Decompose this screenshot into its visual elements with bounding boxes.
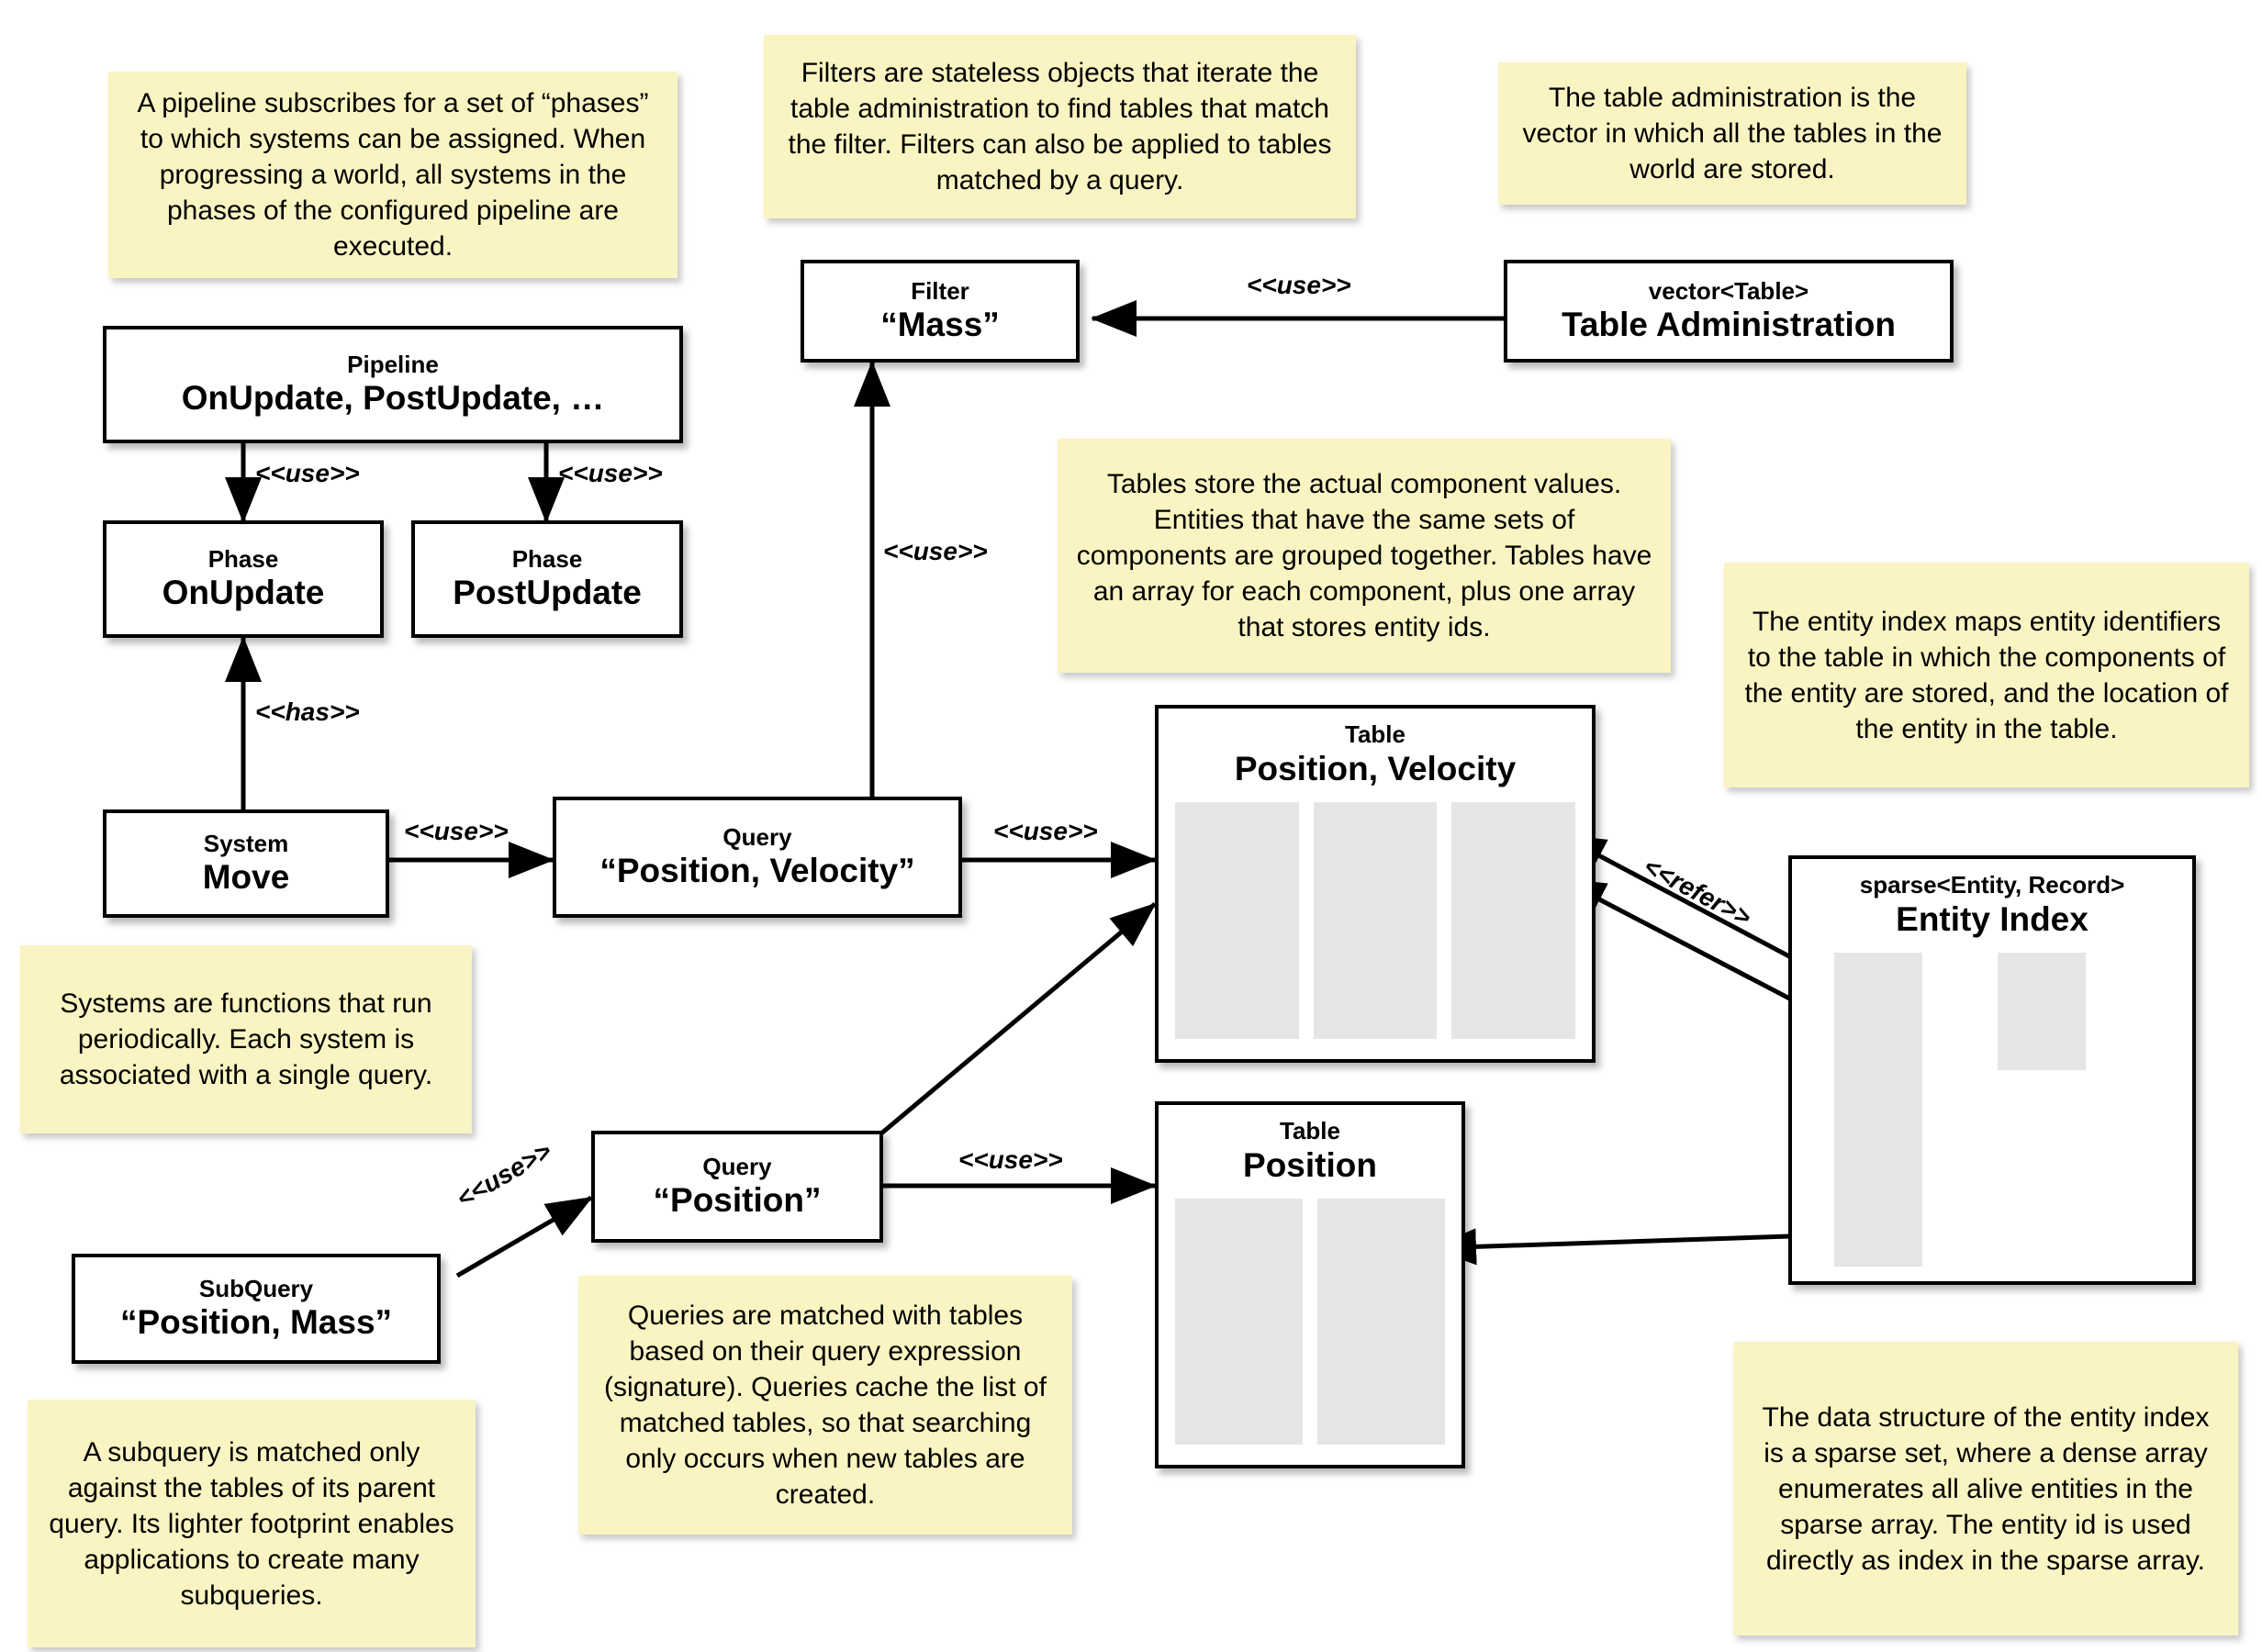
edge-label-subquery-query: <<use>> (452, 1136, 556, 1213)
edge-label-pipeline-postupdate: <<use>> (558, 459, 663, 487)
box-query-position-velocity-title: “Position, Velocity” (599, 851, 915, 889)
box-filter-mass[interactable]: Filter “Mass” (801, 260, 1080, 363)
box-system-move-stereotype: System (203, 829, 289, 857)
note-tables-text: Tables store the actual component values… (1076, 469, 1652, 642)
edge-label-pipeline-onupdate: <<use>> (255, 459, 360, 487)
edge-label-entityindex-refer: <<refer>> (1639, 852, 1756, 932)
note-pipeline-text: A pipeline subscribes for a set of “phas… (137, 88, 649, 262)
box-table-administration-stereotype: vector<Table> (1648, 276, 1809, 305)
note-subquery: A subquery is matched only against the t… (28, 1400, 476, 1647)
box-phase-postupdate[interactable]: Phase PostUpdate (411, 520, 683, 638)
box-query-position-velocity-stereotype: Query (722, 822, 792, 851)
table-column-bar (1451, 802, 1576, 1039)
table-columns (1175, 1199, 1445, 1445)
box-entity-index[interactable]: sparse<Entity, Record> Entity Index (1788, 855, 2196, 1285)
note-pipeline: A pipeline subscribes for a set of “phas… (108, 72, 677, 278)
box-system-move[interactable]: System Move (103, 809, 389, 918)
box-subquery-position-mass-title: “Position, Mass” (119, 1302, 393, 1341)
box-phase-onupdate-title: OnUpdate (162, 573, 325, 611)
box-table-position-stereotype: Table (1280, 1117, 1340, 1144)
box-table-position-velocity-title: Position, Velocity (1234, 749, 1517, 787)
box-query-position-title: “Position” (653, 1180, 822, 1219)
box-subquery-position-mass[interactable]: SubQuery “Position, Mass” (72, 1254, 441, 1364)
box-table-position-velocity[interactable]: Table Position, Velocity (1155, 705, 1596, 1063)
box-table-administration[interactable]: vector<Table> Table Administration (1504, 260, 1954, 363)
box-filter-mass-title: “Mass” (880, 305, 1000, 343)
note-queries: Queries are matched with tables based on… (578, 1276, 1072, 1535)
box-query-position-stereotype: Query (702, 1152, 772, 1180)
table-column-bar (1313, 802, 1438, 1039)
box-filter-mass-stereotype: Filter (911, 276, 969, 305)
edge-label-querypv-tablepv: <<use>> (993, 817, 1098, 845)
box-table-position-title: Position (1243, 1145, 1377, 1184)
note-entity-index-text: The entity index maps entity identifiers… (1744, 606, 2229, 744)
box-pipeline-stereotype: Pipeline (347, 350, 439, 378)
box-table-position-velocity-stereotype: Table (1345, 720, 1405, 748)
note-entity-index: The entity index maps entity identifiers… (1724, 563, 2249, 787)
box-entity-index-stereotype: sparse<Entity, Record> (1859, 871, 2125, 899)
edge-entityindex-tablep (1430, 1228, 1846, 1266)
edge-subquery-query (455, 1195, 593, 1278)
box-phase-onupdate-stereotype: Phase (207, 544, 279, 573)
box-phase-postupdate-title: PostUpdate (453, 573, 642, 611)
edge-label-system-phase: <<has>> (255, 698, 360, 726)
edge-label-query-filter: <<use>> (883, 537, 988, 565)
box-subquery-position-mass-stereotype: SubQuery (198, 1274, 314, 1302)
box-entity-index-title: Entity Index (1896, 899, 2088, 938)
box-pipeline[interactable]: Pipeline OnUpdate, PostUpdate, … (103, 326, 683, 443)
table-columns (1175, 802, 1576, 1039)
table-column-bar (1175, 1199, 1303, 1445)
note-systems-text: Systems are functions that run periodica… (59, 988, 433, 1090)
dense-array-bar (1998, 953, 2086, 1071)
note-filters: Filters are stateless objects that itera… (764, 35, 1356, 218)
edge-label-queryp-tablep: <<use>> (958, 1145, 1063, 1174)
note-filters-text: Filters are stateless objects that itera… (788, 58, 1332, 195)
sparse-array-bar (1834, 953, 1922, 1267)
box-phase-onupdate[interactable]: Phase OnUpdate (103, 520, 384, 638)
box-query-position[interactable]: Query “Position” (591, 1131, 883, 1243)
edge-label-system-query: <<use>> (404, 817, 509, 845)
note-queries-text: Queries are matched with tables based on… (604, 1300, 1047, 1510)
note-table-administration: The table administration is the vector i… (1498, 62, 1966, 205)
note-subquery-text: A subquery is matched only against the t… (49, 1436, 454, 1611)
note-systems: Systems are functions that run periodica… (20, 945, 472, 1133)
note-sparse-set: The data structure of the entity index i… (1733, 1342, 2238, 1635)
table-column-bar (1317, 1199, 1445, 1445)
edge-label-tableadmin-filter: <<use>> (1247, 271, 1351, 299)
note-table-administration-text: The table administration is the vector i… (1522, 83, 1943, 184)
box-table-administration-title: Table Administration (1562, 305, 1896, 343)
box-system-move-title: Move (202, 857, 290, 896)
edge-queryp-tablepv (879, 902, 1157, 1135)
note-tables: Tables store the actual component values… (1058, 439, 1671, 673)
box-table-position[interactable]: Table Position (1155, 1101, 1465, 1468)
box-phase-postupdate-stereotype: Phase (511, 544, 583, 573)
table-column-bar (1175, 802, 1299, 1039)
box-pipeline-title: OnUpdate, PostUpdate, … (181, 378, 605, 417)
box-query-position-velocity[interactable]: Query “Position, Velocity” (553, 797, 962, 918)
note-sparse-set-text: The data structure of the entity index i… (1762, 1401, 2210, 1576)
entity-index-body (1808, 953, 2176, 1267)
